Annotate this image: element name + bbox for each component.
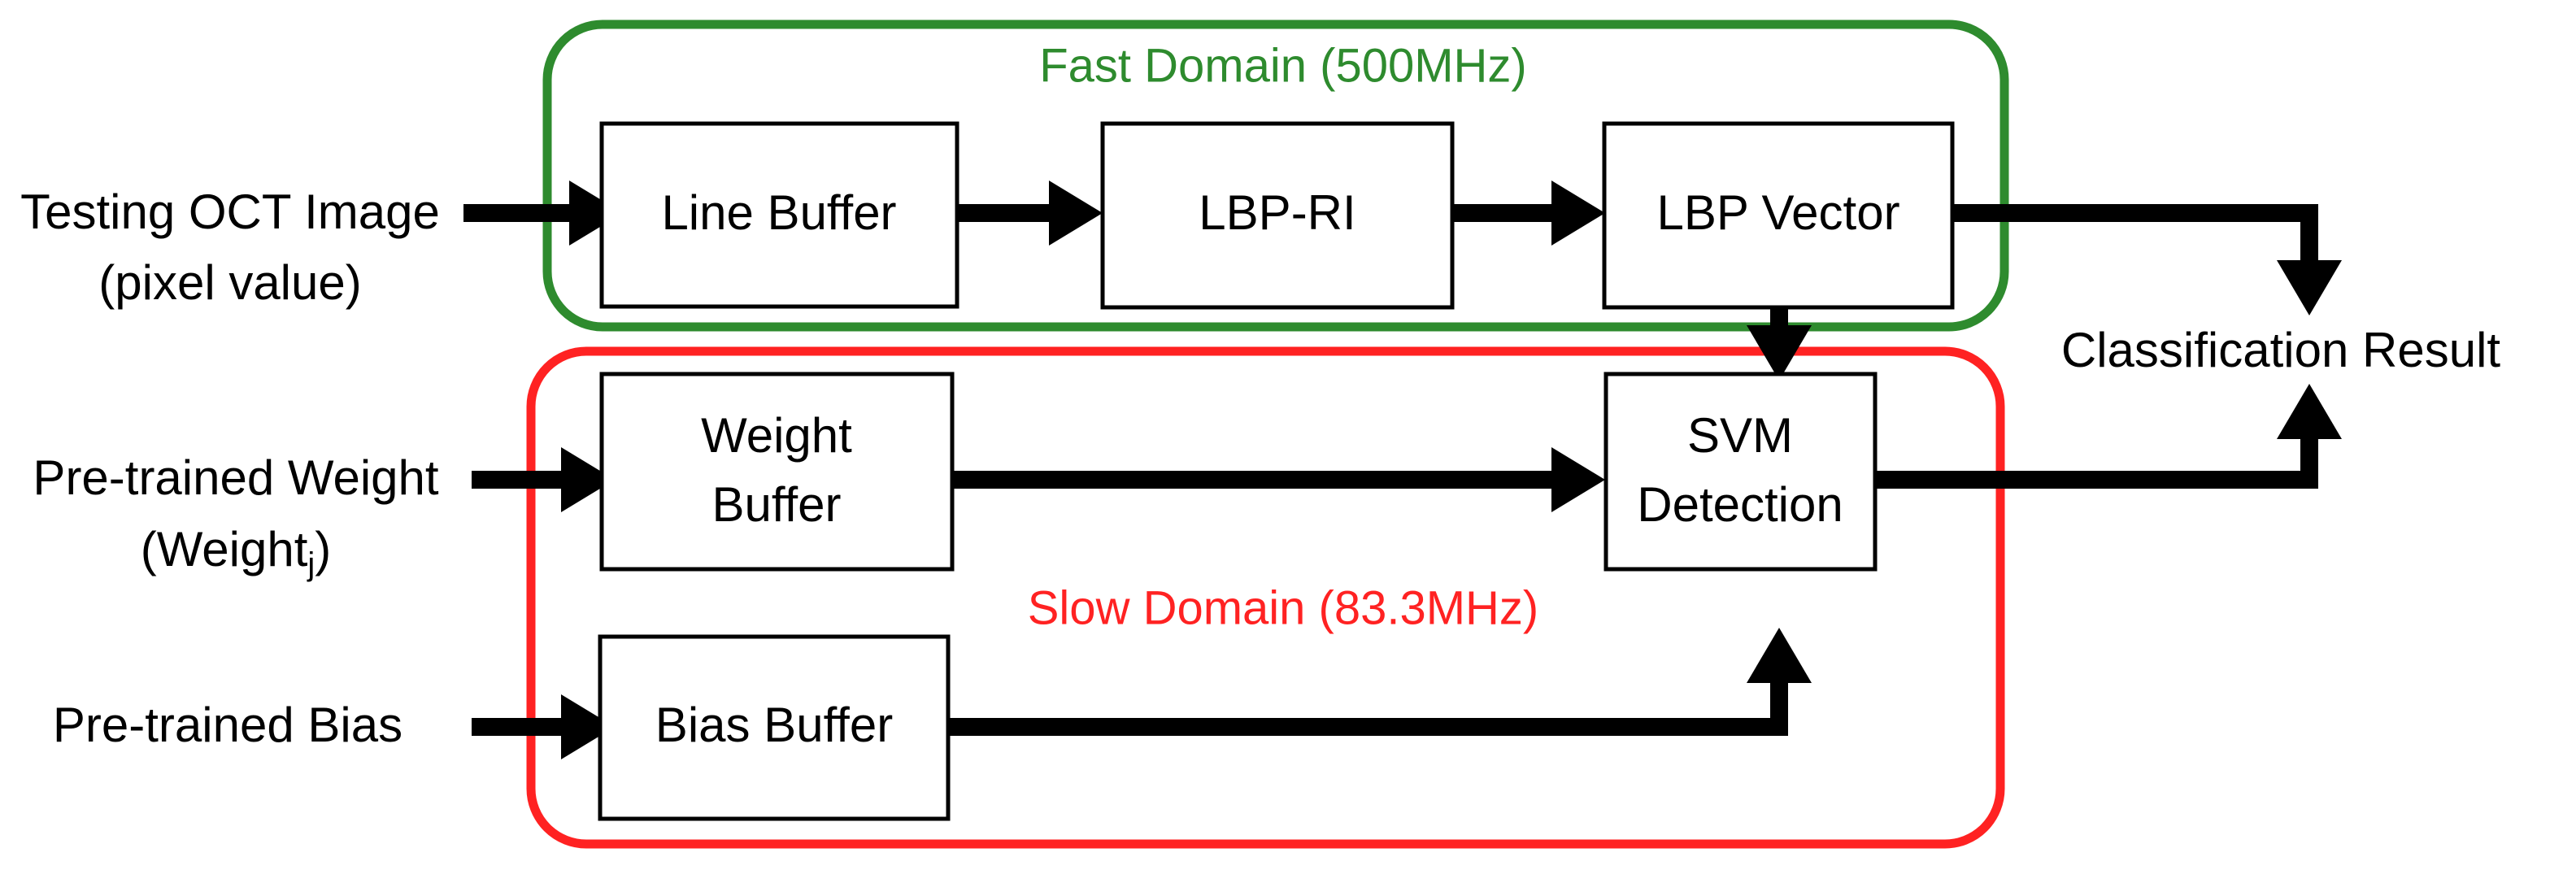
block-label-line-buffer: Line Buffer bbox=[661, 185, 896, 240]
arrow-bias-to-biasbuffer bbox=[472, 694, 615, 759]
arrow-svm-to-classification bbox=[1874, 384, 2342, 489]
block-label-bias-buffer: Bias Buffer bbox=[655, 698, 893, 752]
arrow-image-to-linebuffer bbox=[463, 181, 623, 246]
input-label-weight-line1: Pre-trained Weight bbox=[33, 450, 438, 505]
slow-domain-label: Slow Domain (83.3MHz) bbox=[1028, 581, 1539, 634]
block-svm-detection[interactable] bbox=[1603, 372, 1878, 572]
block-weight-buffer[interactable] bbox=[599, 372, 955, 572]
input-label-weight-line2: (Weightj) bbox=[141, 522, 332, 582]
input-label-oct-image-line2: (pixel value) bbox=[98, 255, 361, 310]
arrow-biasbuffer-to-svm bbox=[947, 628, 1812, 736]
arrow-weight-to-weightbuffer bbox=[472, 447, 615, 512]
block-label-weight-buffer-line2: Buffer bbox=[712, 477, 842, 532]
output-label-classification-result: Classification Result bbox=[2061, 323, 2501, 377]
block-label-svm-detection-line2: Detection bbox=[1637, 477, 1843, 532]
arrow-weightbuffer-to-svm bbox=[951, 447, 1605, 512]
input-label-weight-paren: ) bbox=[315, 522, 331, 576]
block-lbp-vector[interactable] bbox=[1602, 121, 1955, 310]
block-label-weight-buffer-line1: Weight bbox=[701, 408, 852, 463]
input-label-oct-image-line1: Testing OCT Image bbox=[20, 185, 440, 239]
block-lbp-ri[interactable] bbox=[1100, 121, 1455, 310]
arrow-lbpri-to-lbpvector bbox=[1451, 181, 1605, 246]
block-line-buffer[interactable] bbox=[599, 121, 959, 309]
arrow-linebuffer-to-lbpri bbox=[957, 181, 1103, 246]
block-label-lbp-vector: LBP Vector bbox=[1656, 185, 1899, 240]
arrow-lbpvector-to-classification bbox=[1952, 204, 2342, 315]
input-label-weight-line2-main: (Weight bbox=[141, 522, 308, 576]
block-bias-buffer[interactable] bbox=[598, 634, 951, 821]
block-label-lbp-ri: LBP-RI bbox=[1199, 185, 1355, 240]
fast-domain-boundary bbox=[542, 20, 2009, 332]
fast-domain-label: Fast Domain (500MHz) bbox=[1039, 39, 1526, 92]
slow-domain-boundary bbox=[526, 346, 2005, 849]
block-label-svm-detection-line1: SVM bbox=[1687, 408, 1793, 463]
input-label-weight-subscript: j bbox=[307, 546, 315, 582]
input-label-bias: Pre-trained Bias bbox=[53, 698, 402, 752]
arrow-lbpvector-to-svm bbox=[1747, 307, 1812, 381]
